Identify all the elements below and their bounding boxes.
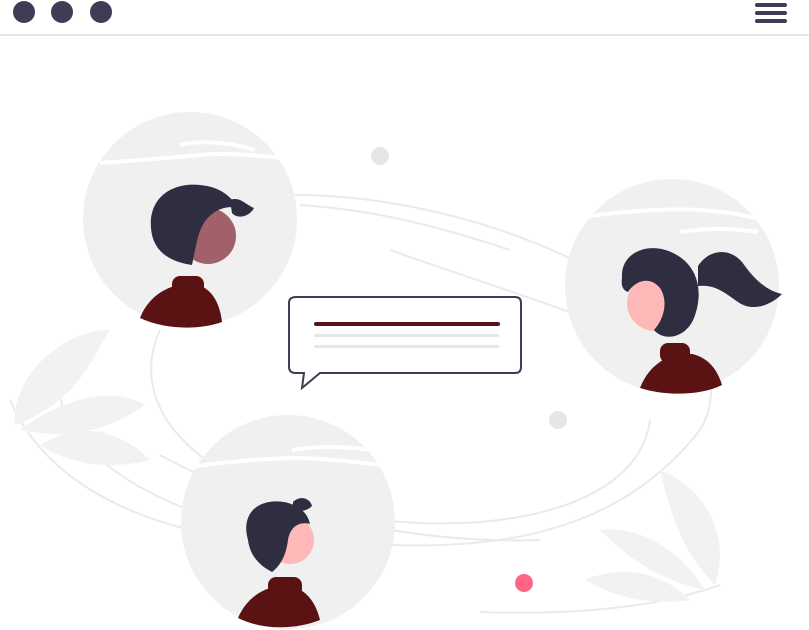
- chat-bubble-icon[interactable]: [288, 296, 522, 391]
- floating-dot: [549, 411, 567, 429]
- window-control-dot[interactable]: [13, 1, 35, 23]
- window-control-dot[interactable]: [51, 1, 73, 23]
- avatar-man-bottom[interactable]: [181, 415, 395, 629]
- avatar-man-top-left[interactable]: [83, 112, 297, 328]
- window-control-dot[interactable]: [90, 1, 112, 23]
- chat-bubble-text-line: [314, 334, 499, 337]
- floating-dot-accent: [515, 574, 533, 592]
- chat-bubble-title-line: [314, 322, 500, 326]
- leaf-decoration: [14, 330, 150, 465]
- avatar-woman-right[interactable]: [565, 179, 782, 394]
- leaf-decoration: [585, 470, 720, 602]
- floating-dot: [371, 147, 389, 165]
- window-titlebar: [0, 0, 809, 36]
- chat-bubble-text-line: [314, 345, 499, 348]
- hamburger-menu-icon[interactable]: [755, 3, 787, 23]
